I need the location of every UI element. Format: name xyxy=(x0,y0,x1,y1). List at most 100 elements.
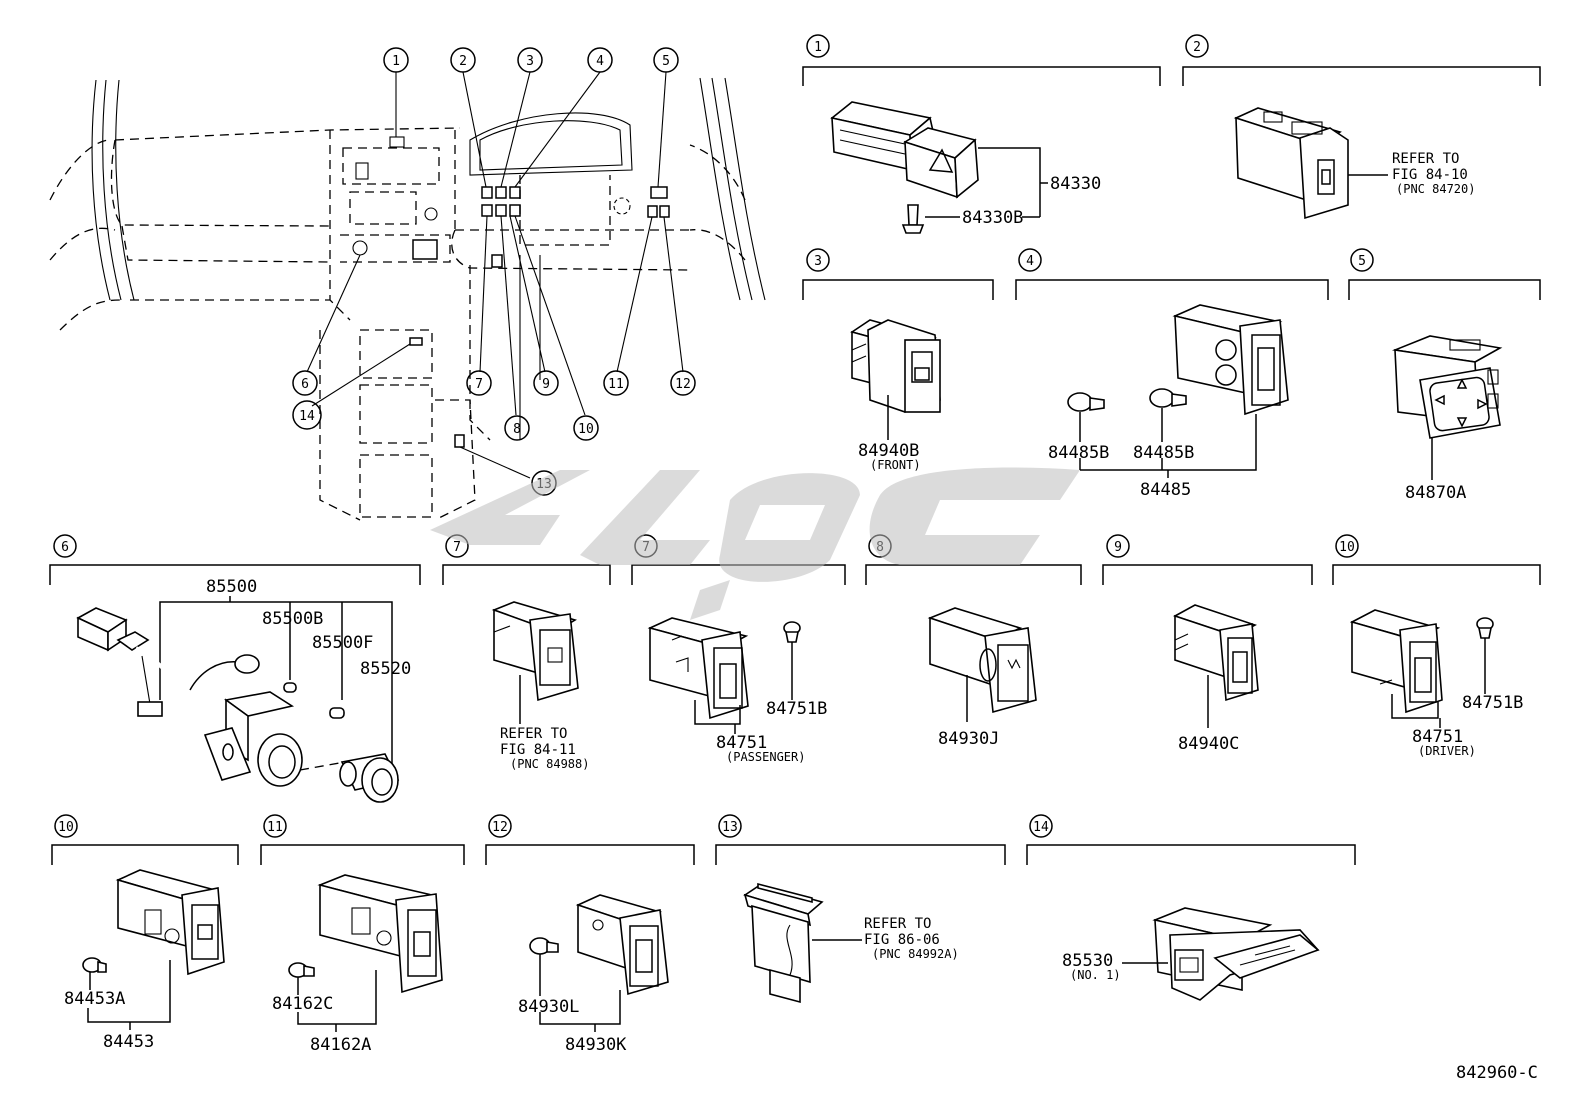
part-84940c: 84940C xyxy=(1178,734,1239,754)
svg-text:4: 4 xyxy=(596,54,604,69)
clip-icon xyxy=(288,962,315,978)
svg-text:10: 10 xyxy=(578,422,594,437)
part-84485: 84485 xyxy=(1140,480,1191,500)
callout-14: 14 xyxy=(292,400,322,430)
svg-text:5: 5 xyxy=(1358,254,1366,269)
section-11: 84162C 84162A xyxy=(272,874,443,1055)
part-84751: 84751 xyxy=(716,733,767,753)
part-note-front: (FRONT) xyxy=(870,458,921,472)
part-84751b: 84751B xyxy=(766,699,827,719)
callout-3: 3 xyxy=(517,47,543,73)
callout-9: 9 xyxy=(533,370,559,396)
section-6-header: 6 xyxy=(49,534,421,585)
svg-text:6: 6 xyxy=(301,377,309,392)
clip-icon xyxy=(1476,617,1494,639)
svg-text:12: 12 xyxy=(492,820,508,835)
section-7a: REFER TO FIG 84-11 (PNC 84988) xyxy=(491,601,589,771)
window-switch-icon xyxy=(647,617,749,720)
part-84930l: 84930L xyxy=(518,997,579,1017)
bulb-icon-2 xyxy=(329,707,345,719)
callout-12: 12 xyxy=(670,370,696,396)
section-13-header: 13 xyxy=(715,814,1006,865)
switch-icon xyxy=(491,601,579,702)
switch-icon xyxy=(317,874,443,994)
part-84485b-1: 84485B xyxy=(1048,443,1109,463)
switch-icon xyxy=(115,869,225,976)
ref-line-1: REFER TO xyxy=(1392,151,1459,167)
callout-1: 1 xyxy=(383,47,409,73)
part-84930j: 84930J xyxy=(938,729,999,749)
part-85500f: 85500F xyxy=(312,633,373,653)
svg-text:2: 2 xyxy=(1193,40,1201,55)
svg-text:2: 2 xyxy=(459,54,467,69)
section-6: 85500 85500B 85500F 85520 xyxy=(76,577,411,803)
connector-icon xyxy=(76,607,150,652)
ref-pnc: (PNC 84720) xyxy=(1396,182,1475,196)
section-9: 84940C xyxy=(1173,604,1259,754)
ref-pnc: (PNC 84988) xyxy=(510,757,589,771)
clip-icon-1 xyxy=(1067,392,1105,412)
section-2: REFER TO FIG 84-10 (PNC 84720) xyxy=(1233,107,1475,220)
section-5-header: 5 xyxy=(1348,248,1541,300)
callout-7: 7 xyxy=(466,370,492,396)
part-84930k: 84930K xyxy=(565,1035,627,1055)
part-84330b: 84330B xyxy=(962,208,1023,228)
svg-text:1: 1 xyxy=(392,54,400,69)
callout-4: 4 xyxy=(587,47,613,73)
part-note-no1: (NO. 1) xyxy=(1070,968,1121,982)
callout-11: 11 xyxy=(603,370,629,396)
lighter-socket-icon xyxy=(203,691,303,787)
wire-harness-icon xyxy=(135,646,260,724)
part-84870a: 84870A xyxy=(1405,483,1466,503)
dashboard-overview xyxy=(49,71,766,521)
switch-icon xyxy=(1233,107,1349,220)
section-9-header: 9 xyxy=(1102,534,1313,585)
clip-icon xyxy=(783,621,801,643)
svg-text:10: 10 xyxy=(1339,540,1355,555)
section-10b: 84453A 84453 xyxy=(64,869,225,1052)
overview-callouts: 1 2 3 4 5 6 7 8 9 10 11 12 13 14 xyxy=(292,47,696,496)
clip-icon xyxy=(82,957,107,973)
section-3-header: 3 xyxy=(802,248,994,300)
section-1: 84330 84330B xyxy=(830,101,1101,234)
callout-6: 6 xyxy=(292,370,318,396)
ref-line-2: FIG 84-11 xyxy=(500,742,576,758)
clip-icon xyxy=(529,937,559,955)
section-4: 84485B 84485B 84485 xyxy=(1048,304,1289,500)
section-4-header: 4 xyxy=(1015,248,1329,300)
part-85500b: 85500B xyxy=(262,609,323,629)
svg-text:4: 4 xyxy=(1026,254,1034,269)
svg-text:11: 11 xyxy=(267,820,283,835)
svg-text:9: 9 xyxy=(1114,540,1122,555)
svg-text:7: 7 xyxy=(475,377,483,392)
section-13: REFER TO FIG 86-06 (PNC 84992A) xyxy=(743,882,959,1004)
callout-10: 10 xyxy=(573,415,599,441)
svg-text:3: 3 xyxy=(814,254,822,269)
lighter-plug-icon xyxy=(339,753,400,803)
section-11-header: 11 xyxy=(260,814,465,865)
part-84751: 84751 xyxy=(1412,727,1463,747)
ref-line-2: FIG 84-10 xyxy=(1392,167,1468,183)
section-3: 84940B (FRONT) xyxy=(850,319,941,472)
switch-icon xyxy=(743,882,824,1004)
callout-2: 2 xyxy=(450,47,476,73)
section-10a: 84751B 84751 (DRIVER) xyxy=(1349,609,1523,758)
window-switch-icon xyxy=(1173,604,1259,702)
bulb-icon xyxy=(283,682,297,693)
svg-text:10: 10 xyxy=(58,820,74,835)
window-switch-icon xyxy=(850,319,941,413)
part-85520: 85520 xyxy=(360,659,411,679)
section-14-header: 14 xyxy=(1026,814,1356,865)
watermark-logo xyxy=(430,467,1080,620)
part-84453: 84453 xyxy=(103,1032,154,1052)
callout-5: 5 xyxy=(653,47,679,73)
part-note-passenger: (PASSENGER) xyxy=(726,750,805,764)
bulb-icon xyxy=(901,204,925,234)
part-84940b: 84940B xyxy=(858,441,919,461)
window-switch-icon xyxy=(1349,609,1443,714)
svg-text:9: 9 xyxy=(542,377,550,392)
part-85500: 85500 xyxy=(206,577,257,597)
svg-text:12: 12 xyxy=(675,377,691,392)
section-14: 85530 (NO. 1) xyxy=(1062,907,1320,1001)
